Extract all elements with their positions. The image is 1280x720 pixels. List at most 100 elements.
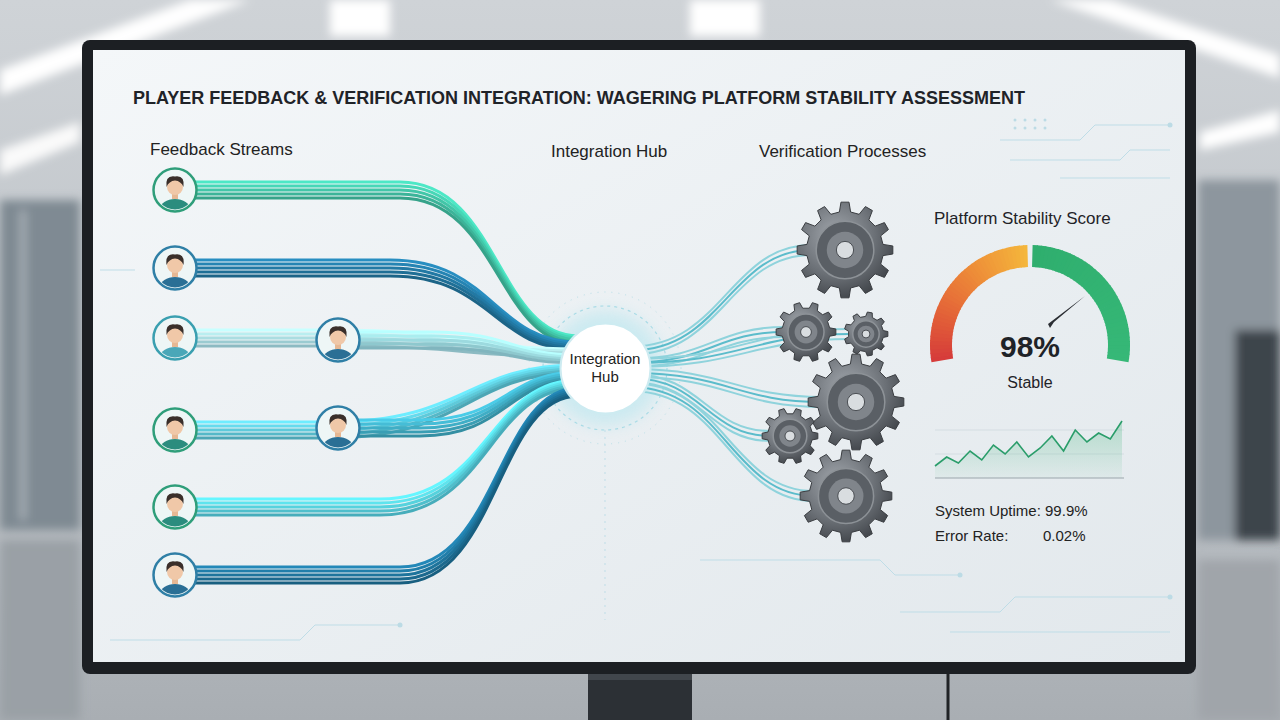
gear-rim xyxy=(773,419,807,453)
avatar-hair xyxy=(166,561,183,572)
chart-baseline xyxy=(935,478,1124,479)
score-status: Stable xyxy=(1007,374,1052,392)
feedback-stream xyxy=(344,332,578,363)
avatar-shoulders xyxy=(160,439,190,459)
gear-hub xyxy=(795,321,818,344)
avatar-shoulders xyxy=(160,347,190,367)
stream-strand xyxy=(181,186,578,338)
avatar-figure xyxy=(160,493,190,536)
avatar-hair xyxy=(166,324,183,335)
gear-teeth xyxy=(797,202,893,298)
gear-teeth xyxy=(808,354,904,450)
stream-strand xyxy=(181,394,578,579)
player-avatar xyxy=(317,407,360,458)
gauge-arc xyxy=(930,245,1130,362)
player-avatar xyxy=(154,247,197,298)
monitor-cable xyxy=(947,674,950,720)
player-avatar xyxy=(154,409,197,460)
avatar-figure xyxy=(160,254,190,297)
gear-teeth xyxy=(845,312,888,356)
gear-rim xyxy=(816,221,874,279)
monitor-stand xyxy=(588,674,692,720)
avatar-hair xyxy=(166,493,183,504)
gear-hub xyxy=(827,232,863,268)
avatar-figure xyxy=(160,416,190,459)
gear-hole xyxy=(785,431,795,441)
gear-icon xyxy=(762,409,818,464)
avatar-shoulders xyxy=(160,584,190,604)
stream-strand xyxy=(181,386,578,511)
avatar-hair xyxy=(329,414,346,425)
label-slot: Error Rate: xyxy=(935,527,1008,544)
gear-rim xyxy=(853,321,879,347)
chart-area xyxy=(935,421,1122,478)
avatar-hair xyxy=(329,326,346,337)
column-heading: Feedback Streams xyxy=(150,140,293,160)
gear-icon xyxy=(797,202,893,298)
stream-strand xyxy=(181,390,578,571)
gauge-segment xyxy=(1107,355,1129,362)
stream-strand xyxy=(181,388,578,567)
metric-label: Error Rate: xyxy=(935,527,1008,544)
column-heading: Integration Hub xyxy=(551,142,667,162)
avatar-hair xyxy=(166,416,183,427)
avatar-shoulders xyxy=(323,349,353,369)
metric-label: System Uptime: 99.9% xyxy=(935,502,1088,519)
stability-gauge: Platform Stability Score98%Stable xyxy=(922,206,1138,396)
gear-hole xyxy=(801,327,812,338)
player-avatar xyxy=(317,319,360,370)
gear-teeth xyxy=(776,303,836,362)
monitor-screen xyxy=(93,50,1185,662)
gear-icon xyxy=(800,450,892,542)
gauge-segment xyxy=(1023,245,1028,267)
avatar-hair xyxy=(166,254,183,265)
score-value: 98% xyxy=(1000,330,1060,363)
avatar-shoulders xyxy=(160,277,190,297)
avatar-figure xyxy=(323,326,353,369)
circuit-decoration xyxy=(100,125,1170,640)
verification-link xyxy=(632,383,814,501)
avatar-figure xyxy=(160,561,190,604)
player-avatar xyxy=(154,169,197,220)
gauge-dial xyxy=(922,206,1138,396)
monitor-stand-edge xyxy=(588,674,692,680)
gear-hub xyxy=(838,384,874,420)
gear-icon xyxy=(808,354,904,450)
label-slot: Feedback Streams xyxy=(150,140,293,160)
metric-value: 0.02% xyxy=(1043,527,1086,544)
feedback-stream xyxy=(181,182,578,344)
hub-ring xyxy=(543,306,667,430)
gear-hole xyxy=(838,488,855,505)
gear-rim xyxy=(827,373,885,431)
gear-hole xyxy=(862,330,870,338)
verification-strand xyxy=(632,391,814,501)
chart-line xyxy=(935,421,1122,466)
stream-strand xyxy=(181,396,578,583)
gauge-needle xyxy=(1048,296,1085,328)
verification-strand xyxy=(632,378,770,436)
stability-chart xyxy=(935,421,1124,478)
title-slot: PLAYER FEEDBACK & VERIFICATION INTEGRATI… xyxy=(133,88,1025,109)
player-avatar xyxy=(154,486,197,537)
avatar-figure xyxy=(160,176,190,219)
verification-link xyxy=(632,374,770,441)
gear-rim xyxy=(788,314,824,350)
gear-hole xyxy=(847,393,864,410)
diagram-title: PLAYER FEEDBACK & VERIFICATION INTEGRATI… xyxy=(133,88,1025,109)
gear-hub xyxy=(858,326,875,343)
gear-rim xyxy=(818,468,873,523)
label-slot: System Uptime: 99.9% xyxy=(935,502,1088,519)
gear-teeth xyxy=(762,409,818,464)
player-avatar xyxy=(154,317,197,368)
label-slot: Integration Hub xyxy=(551,142,667,162)
gear-icon xyxy=(845,312,888,356)
label-slot: Verification Processes xyxy=(759,142,926,162)
column-heading: Verification Processes xyxy=(759,142,926,162)
avatar-figure xyxy=(160,324,190,367)
feedback-stream xyxy=(181,380,578,515)
hub-label: Integration Hub xyxy=(567,350,643,386)
integration-hub-circle: Integration Hub xyxy=(559,322,652,415)
stream-strand xyxy=(181,388,578,515)
